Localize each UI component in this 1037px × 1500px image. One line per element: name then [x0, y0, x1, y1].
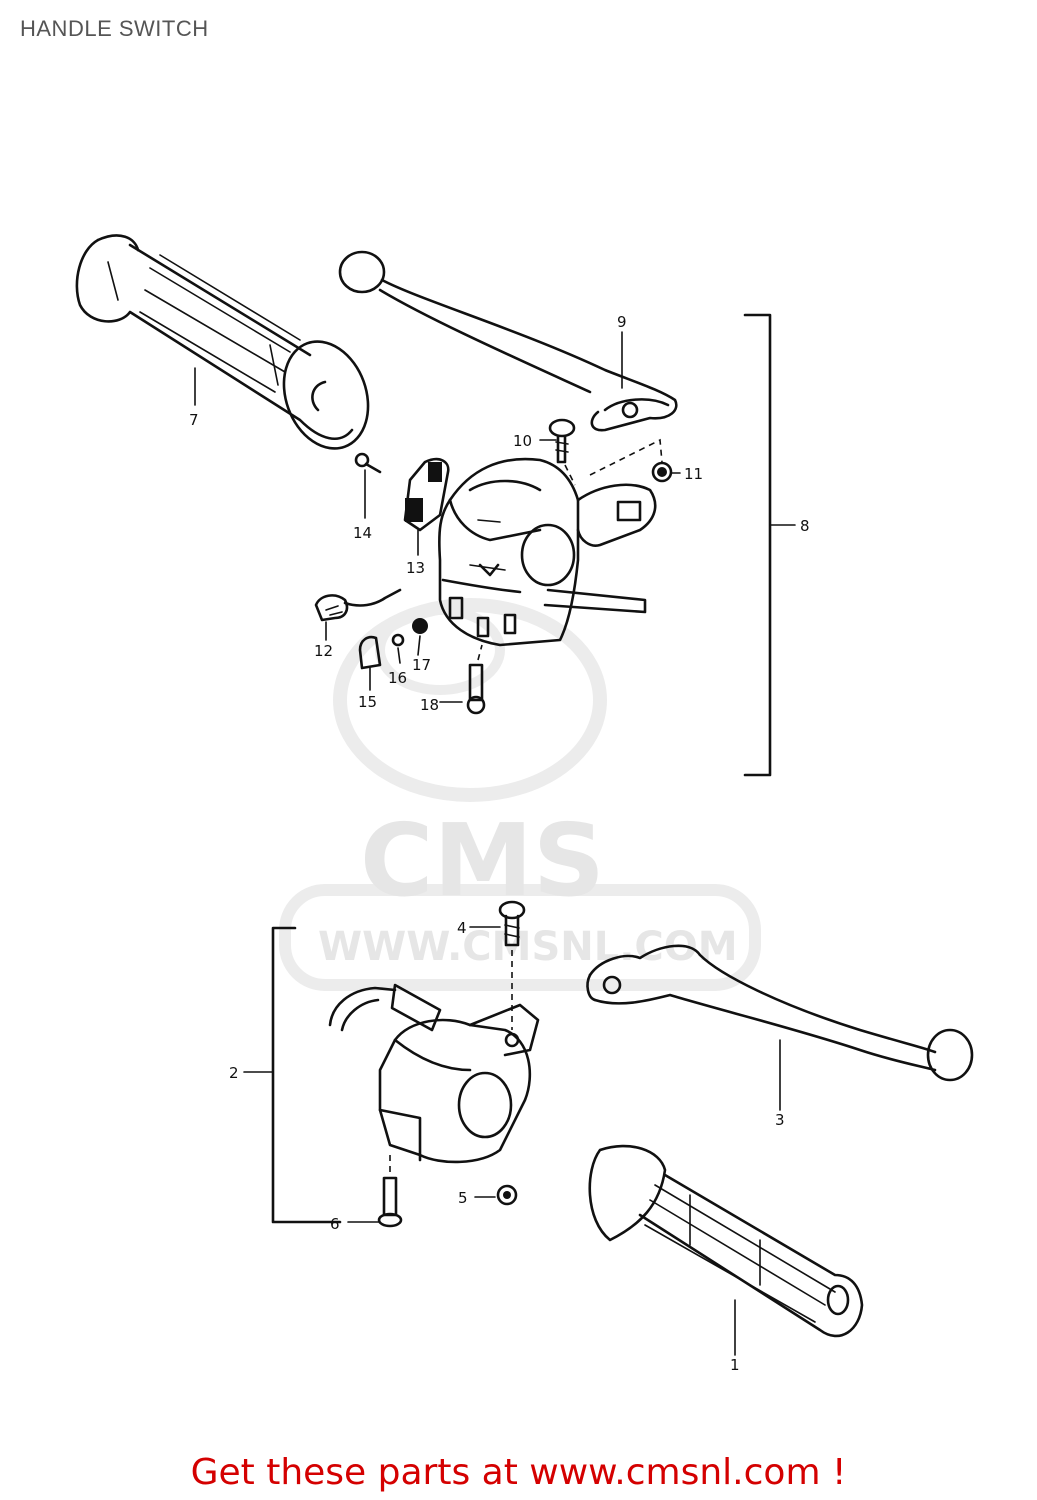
part-15-cap[interactable]: [358, 635, 382, 670]
part-9-brake-lever[interactable]: [338, 250, 678, 432]
callout-9: 9: [617, 313, 627, 331]
callout-17: 17: [412, 656, 431, 674]
part-2-left-switch-housing[interactable]: [328, 983, 540, 1164]
part-3-clutch-lever[interactable]: [586, 944, 974, 1082]
watermark: CMS WWW.CMSNL.COM: [279, 598, 761, 991]
page-title: HANDLE SWITCH: [20, 16, 209, 41]
part-6-screw[interactable]: [377, 1150, 403, 1228]
part-11-nut[interactable]: [651, 461, 673, 483]
bracket-part-8: [743, 313, 772, 777]
callout-2: 2: [229, 1064, 239, 1082]
callout-5: 5: [458, 1189, 468, 1207]
callout-15: 15: [358, 693, 377, 711]
part-17-ball[interactable]: [412, 618, 428, 634]
callout-16: 16: [388, 669, 407, 687]
part-8-right-switch-housing[interactable]: [438, 457, 657, 647]
part-4-screw[interactable]: [498, 900, 526, 1030]
part-7-left-grip[interactable]: [75, 234, 382, 460]
leader-lines: [194, 331, 781, 1356]
watermark-logo-text: CMS: [360, 802, 605, 919]
callout-12: 12: [314, 642, 333, 660]
callout-7: 7: [189, 411, 199, 429]
part-5-nut[interactable]: [496, 1184, 518, 1206]
bracket-part-2: [271, 926, 342, 1224]
part-14-screw[interactable]: [354, 452, 382, 519]
callout-10: 10: [513, 432, 532, 450]
part-16-spring[interactable]: [391, 633, 405, 647]
callout-3: 3: [775, 1111, 785, 1129]
part-10-screw[interactable]: [548, 418, 576, 464]
callout-13: 13: [406, 559, 425, 577]
callout-18: 18: [420, 696, 439, 714]
callout-14: 14: [353, 524, 372, 542]
callout-8: 8: [800, 517, 810, 535]
part-18-screw[interactable]: [466, 644, 486, 715]
callout-4: 4: [457, 919, 467, 937]
part-1-right-grip[interactable]: [588, 1144, 864, 1338]
callout-6: 6: [330, 1215, 340, 1233]
footer-parts-link[interactable]: Get these parts at www.cmsnl.com !: [190, 1452, 847, 1493]
part-13-switch-knob[interactable]: [403, 457, 450, 532]
part-12-switch-lead[interactable]: [314, 588, 402, 622]
callout-11: 11: [684, 465, 703, 483]
callout-1: 1: [730, 1356, 740, 1374]
